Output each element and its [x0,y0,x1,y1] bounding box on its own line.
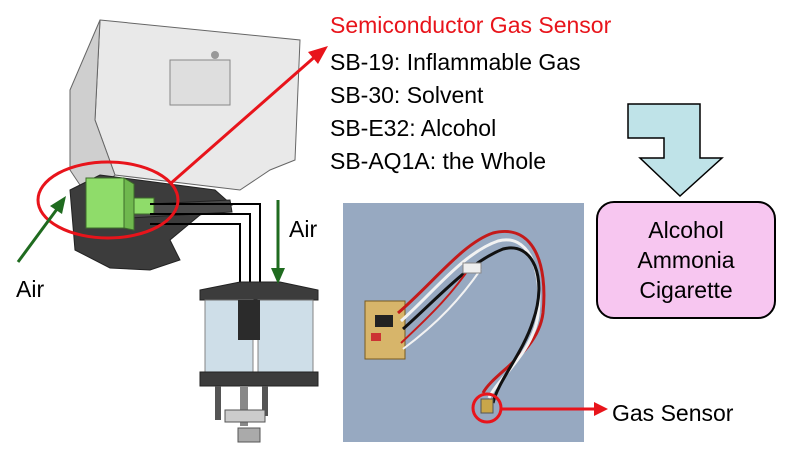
pump-top [199,281,319,301]
gas-sensor-component [480,398,494,414]
gas-sensor-label: Gas Sensor [612,400,734,426]
sensor-title: Semiconductor Gas Sensor [330,12,612,38]
sensor-model-item: SB-AQ1A: the Whole [330,148,547,174]
sensor-model-item: SB-19: Inflammable Gas [330,49,581,75]
sensor-board-photo [343,203,595,442]
sensor-callout-arrow [169,52,319,186]
detected-gas-item: Cigarette [639,277,733,303]
detected-gas-item: Ammonia [637,247,735,273]
flow-arrow [627,103,724,198]
wire-white [400,238,541,399]
sensor-callout-circle [36,160,180,240]
air-label-left: Air [16,276,45,302]
sensor-model-list: SB-19: Inflammable Gas SB-30: Solvent SB… [330,46,581,178]
sensor-model-item: SB-30: Solvent [330,82,484,108]
air-label-right: Air [289,216,318,242]
pump-cylinder-right [257,299,314,376]
sensor-model-item: SB-E32: Alcohol [330,115,497,141]
air-tube [150,203,261,300]
air-arrow-left [16,204,62,263]
wire-black [402,246,541,404]
sensor-module [85,177,125,229]
circuit-board [364,300,406,360]
detected-gas-item: Alcohol [648,217,724,243]
back-panel-side [69,19,116,201]
detected-gases-box: Alcohol Ammonia Cigarette [596,201,776,319]
